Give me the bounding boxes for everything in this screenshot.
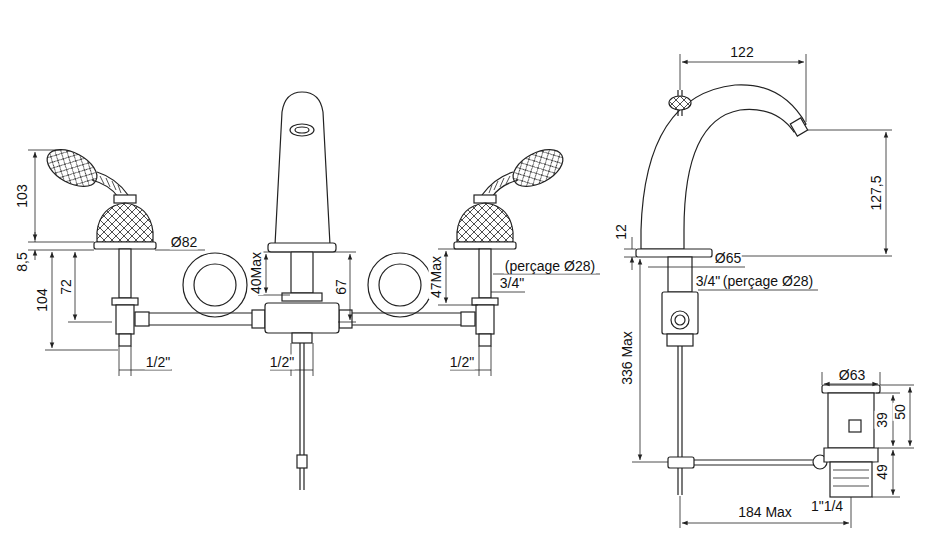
dimension-label: 12	[614, 223, 629, 241]
dimension-lines	[28, 150, 600, 376]
dimension-label: Ø63	[838, 368, 866, 383]
dimension-label: 50	[893, 403, 908, 421]
dimension-label: 67	[334, 278, 349, 296]
spout-side	[636, 85, 827, 495]
dimension-label: 122	[729, 45, 754, 60]
dimension-label: 103	[15, 183, 30, 208]
dimension-label: Ø65	[714, 251, 742, 266]
dimension-label: 47Max	[429, 255, 444, 299]
spout-front	[265, 92, 339, 490]
dimension-label: 1/2"	[449, 355, 475, 370]
dimension-lines	[624, 54, 914, 528]
dimension-label: (perçage Ø28)	[722, 274, 814, 289]
dimension-label: 40Max	[249, 251, 264, 295]
dimension-label: 72	[59, 278, 74, 296]
dimension-label: 49	[875, 463, 890, 481]
dimension-label: Ø82	[170, 235, 198, 250]
dimension-label: 1/2"	[145, 355, 171, 370]
dimension-label: (perçage Ø28)	[504, 259, 596, 274]
waste-valve	[822, 385, 880, 497]
dimension-label: 3/4"	[695, 274, 721, 289]
dimension-label: 184 Max	[737, 505, 793, 520]
handle-valve	[41, 142, 156, 346]
dimension-label: 39	[875, 411, 890, 429]
dimension-label: 127,5	[869, 174, 884, 211]
dimension-label: 3/4"	[499, 276, 525, 291]
dimension-label: 104	[35, 287, 50, 312]
dimension-label: 1"1/4	[810, 499, 844, 514]
dimension-label: 1/2"	[269, 355, 295, 370]
dimension-label: 336 Max	[620, 330, 635, 386]
dimension-label: 8,5	[15, 251, 30, 272]
